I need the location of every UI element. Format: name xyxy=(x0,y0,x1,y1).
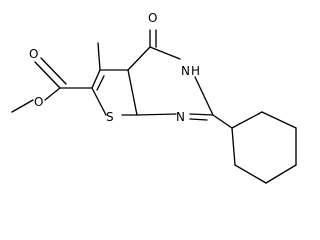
atom-labels: O O S O N H N xyxy=(29,11,200,124)
bond-oxygen-ester-carbon xyxy=(44,87,61,101)
bond-cyclohexyl-6 xyxy=(231,127,236,166)
bond-cyclohexyl-2 xyxy=(261,111,297,129)
ester-carbonyl-oxygen-label: O xyxy=(29,47,38,61)
bond-ester-carbonyl-2 xyxy=(40,57,67,85)
ring-nitrogen-label: N xyxy=(176,110,185,124)
bond-cyclohexyl-5 xyxy=(234,164,267,184)
ester-single-oxygen-label: O xyxy=(34,95,43,109)
bond-c4a-c4 xyxy=(127,46,151,71)
bond-methyl xyxy=(97,42,101,71)
nh-hydrogen-label: H xyxy=(191,64,200,78)
carbonyl-oxygen-label: O xyxy=(148,11,157,25)
bond-methyl-oxygen xyxy=(11,99,34,113)
bond-c2-n1 xyxy=(189,113,214,116)
bond-c6-s xyxy=(91,87,107,116)
bond-ester-carbonyl-1 xyxy=(34,61,61,89)
bond-n1-c7a xyxy=(136,113,177,116)
chemical-structure-diagram: O O S O N H N xyxy=(11,11,297,184)
bond-c2-cyclohexyl xyxy=(212,114,233,129)
bond-n3-c2 xyxy=(194,76,214,116)
bond-c2-n1-double xyxy=(189,118,208,121)
bond-cyclohexyl-1 xyxy=(231,111,263,129)
nh-nitrogen-label: N xyxy=(181,64,190,78)
bond-c4-n3 xyxy=(149,46,181,60)
bond-c5-c6 xyxy=(91,69,101,89)
bond-c5-c6-double xyxy=(96,75,105,91)
bond-cyclohexyl-4 xyxy=(265,164,297,184)
bond-c7a-c4a xyxy=(127,69,138,116)
structure-canvas: O O S O N H N xyxy=(11,11,297,184)
sulfur-label: S xyxy=(106,110,114,124)
bond-network xyxy=(11,29,297,184)
